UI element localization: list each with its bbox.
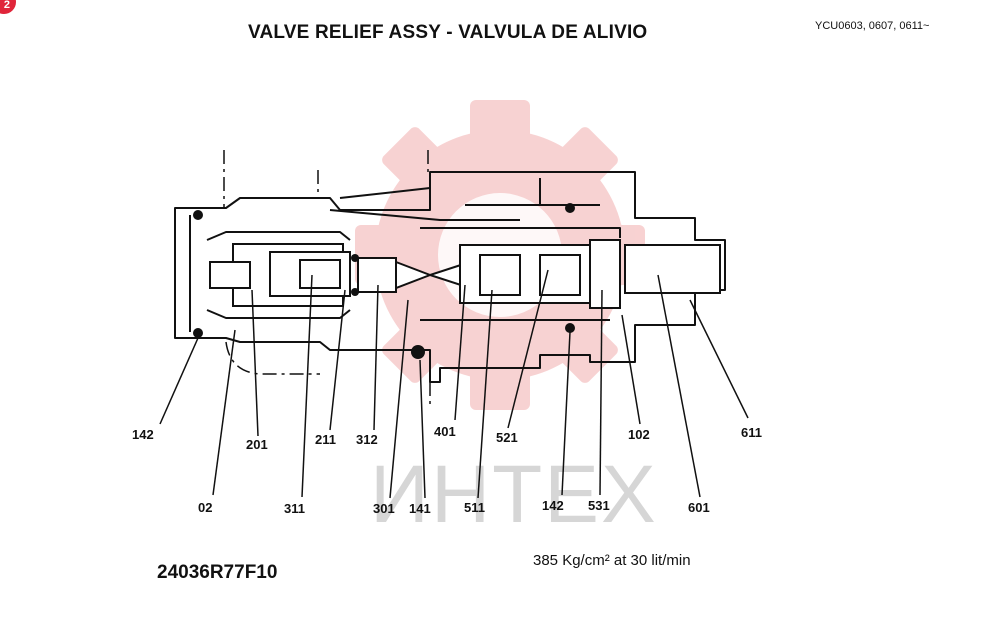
nut-531: [589, 239, 621, 309]
spring-521-left: [479, 254, 521, 296]
front-seat-02: [209, 261, 251, 289]
model-range: YCU0603, 0607, 0611~: [815, 20, 930, 32]
pressure-spec: 385 Kg/cm² at 30 lit/min: [533, 552, 691, 569]
part-label: 211: [315, 432, 336, 447]
piston-312: [357, 257, 397, 293]
center-lines: [223, 150, 431, 405]
part-label: 312: [356, 432, 378, 447]
watermark-text: ИНТЕХ: [370, 449, 658, 540]
part-label: 142: [132, 427, 154, 442]
part-label: 511: [464, 500, 485, 515]
part-label: 201: [246, 437, 268, 452]
part-label: 301: [373, 501, 395, 516]
part-label: 141: [409, 501, 431, 516]
part-label: 611: [741, 425, 762, 440]
part-label: 401: [434, 424, 456, 439]
o-rings: [193, 203, 575, 359]
poppet-301: [299, 259, 341, 289]
part-number-labels: 142 201 211 312 401 521 102 611 02 311 3…: [132, 424, 762, 516]
part-label: 102: [628, 427, 650, 442]
diagram-title: VALVE RELIEF ASSY - VALVULA DE ALIVIO: [248, 22, 648, 43]
leader-lines: [159, 269, 749, 499]
adjuster-601: [624, 244, 721, 294]
part-label: 521: [496, 430, 518, 445]
part-label: 311: [284, 501, 305, 516]
part-label: 142: [542, 498, 564, 513]
valve-body-outline: [174, 171, 726, 383]
seat-tip: [395, 260, 433, 290]
part-label: 531: [588, 498, 610, 513]
part-label: 601: [688, 500, 710, 515]
valve-internal-assembly: [209, 239, 721, 309]
drawing-code: 24036R77F10: [157, 562, 278, 583]
part-label: 02: [198, 500, 212, 515]
page-corner-badge: 2: [0, 0, 16, 14]
